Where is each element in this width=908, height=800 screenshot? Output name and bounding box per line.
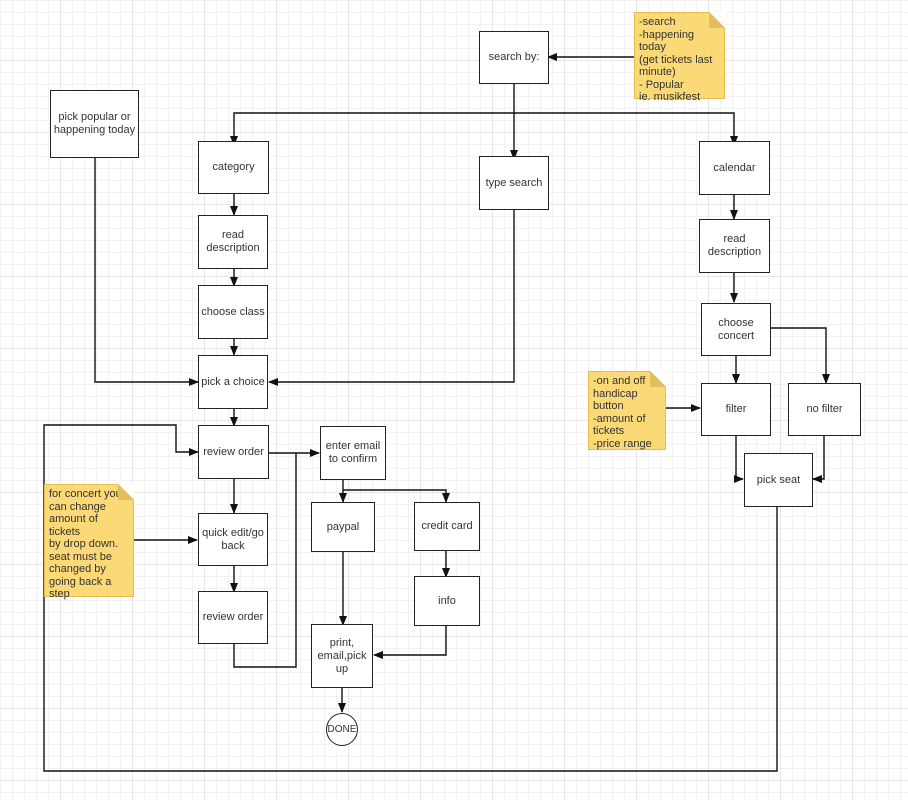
note-fold-corner [709,12,725,28]
node-print-email-pickup[interactable]: print, email,pick up [311,624,373,688]
node-read-description-1[interactable]: read description [198,215,268,269]
note-fold-corner [650,371,666,387]
node-paypal[interactable]: paypal [311,502,375,552]
node-choose-class[interactable]: choose class [198,285,268,339]
node-no-filter[interactable]: no filter [788,383,861,436]
node-search-by[interactable]: search by: [479,31,549,84]
node-category[interactable]: category [198,141,269,194]
note-search-options[interactable]: -search -happening today (get tickets la… [634,12,725,103]
edge-filter-to-seat [734,435,744,483]
node-choose-concert[interactable]: choose concert [701,303,771,356]
node-done[interactable]: DONE [326,713,358,746]
node-enter-email[interactable]: enter email to confirm [320,426,386,480]
node-filter[interactable]: filter [701,383,771,436]
edge-info-to-print [373,625,447,659]
edge-concert-to-nofilter [770,327,830,384]
note-filter-options[interactable]: -on and off handicap button -amount of t… [588,371,666,450]
note-fold-corner [118,484,134,500]
node-info[interactable]: info [414,576,480,626]
node-calendar[interactable]: calendar [699,141,770,195]
node-quick-edit[interactable]: quick edit/go back [198,513,268,566]
edge-search-by-to-category [230,84,515,146]
edge-type-search-to-pick [268,210,515,386]
node-pick-popular[interactable]: pick popular or happening today [50,90,139,158]
edge-nofilter-to-seat [812,435,825,483]
node-review-order-1[interactable]: review order [198,425,269,479]
node-read-description-2[interactable]: read description [699,219,770,273]
node-credit-card[interactable]: credit card [414,502,480,551]
edge-email-to-credit [343,489,450,503]
edge-popular-to-pick [94,157,199,386]
node-pick-seat[interactable]: pick seat [744,453,813,507]
note-concert-edit[interactable]: for concert you can change amount of tic… [44,484,134,600]
node-pick-a-choice[interactable]: pick a choice [198,355,268,409]
node-type-search[interactable]: type search [479,156,549,210]
node-review-order-2[interactable]: review order [198,591,268,644]
edge-seat-to-review [43,424,778,772]
